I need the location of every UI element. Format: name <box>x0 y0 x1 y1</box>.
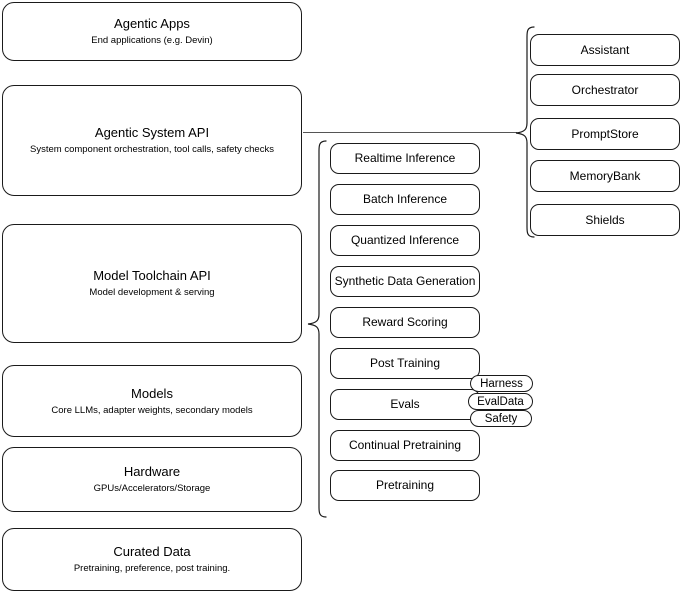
layer-subtitle: End applications (e.g. Devin) <box>91 35 213 46</box>
capability-label: Quantized Inference <box>350 233 460 247</box>
component-memorybank[interactable]: MemoryBank <box>530 160 680 192</box>
eval-tag-safety[interactable]: Safety <box>470 410 532 427</box>
layer-subtitle: System component orchestration, tool cal… <box>30 144 274 155</box>
capability-label: Synthetic Data Generation <box>334 274 476 288</box>
component-label: Shields <box>585 212 625 227</box>
component-label: Orchestrator <box>571 82 639 97</box>
layer-models[interactable]: Models Core LLMs, adapter weights, secon… <box>2 365 302 437</box>
layer-curated-data[interactable]: Curated Data Pretraining, preference, po… <box>2 528 302 591</box>
capability-batch-inference[interactable]: Batch Inference <box>330 184 480 215</box>
layer-subtitle: Pretraining, preference, post training. <box>73 563 231 574</box>
layer-subtitle: Model development & serving <box>89 287 215 298</box>
component-shields[interactable]: Shields <box>530 204 680 236</box>
layer-agentic-system-api[interactable]: Agentic System API System component orch… <box>2 85 302 196</box>
layer-title: Agentic System API <box>94 125 210 140</box>
capability-realtime-inference[interactable]: Realtime Inference <box>330 143 480 174</box>
brace-toolchain <box>306 140 328 518</box>
eval-tag-label: Safety <box>484 412 518 425</box>
capability-pretraining[interactable]: Pretraining <box>330 470 480 501</box>
capability-continual-pretraining[interactable]: Continual Pretraining <box>330 430 480 461</box>
component-orchestrator[interactable]: Orchestrator <box>530 74 680 106</box>
capability-label: Post Training <box>369 356 441 370</box>
layer-title: Agentic Apps <box>114 16 190 31</box>
eval-tag-label: Harness <box>480 377 523 390</box>
capability-label: Pretraining <box>375 478 435 492</box>
capability-quantized-inference[interactable]: Quantized Inference <box>330 225 480 256</box>
layer-title: Model Toolchain API <box>93 268 211 283</box>
eval-tag-evaldata[interactable]: EvalData <box>468 393 533 410</box>
connector-system-api-to-components <box>303 132 517 133</box>
layer-agentic-apps[interactable]: Agentic Apps End applications (e.g. Devi… <box>2 2 302 61</box>
component-assistant[interactable]: Assistant <box>530 34 680 66</box>
layer-title: Models <box>131 385 173 401</box>
eval-tag-label: EvalData <box>477 395 524 408</box>
capability-evals[interactable]: Evals <box>330 389 480 420</box>
component-label: Assistant <box>580 42 630 57</box>
capability-post-training[interactable]: Post Training <box>330 348 480 379</box>
capability-label: Reward Scoring <box>362 315 448 329</box>
layer-title: Curated Data <box>113 544 191 559</box>
component-label: PromptStore <box>571 126 639 141</box>
layer-subtitle: GPUs/Accelerators/Storage <box>93 483 211 494</box>
layer-model-toolchain-api[interactable]: Model Toolchain API Model development & … <box>2 224 302 343</box>
component-promptstore[interactable]: PromptStore <box>530 118 680 150</box>
eval-tag-harness[interactable]: Harness <box>470 375 533 392</box>
layer-subtitle: Core LLMs, adapter weights, secondary mo… <box>51 404 253 416</box>
capability-label: Continual Pretraining <box>348 438 462 452</box>
capability-label: Realtime Inference <box>354 151 456 165</box>
capability-label: Batch Inference <box>362 192 448 206</box>
capability-label: Evals <box>390 397 420 411</box>
layer-hardware[interactable]: Hardware GPUs/Accelerators/Storage <box>2 447 302 512</box>
layer-title: Hardware <box>123 464 181 479</box>
capability-synthetic-data-generation[interactable]: Synthetic Data Generation <box>330 266 480 297</box>
component-label: MemoryBank <box>569 168 641 183</box>
capability-reward-scoring[interactable]: Reward Scoring <box>330 307 480 338</box>
